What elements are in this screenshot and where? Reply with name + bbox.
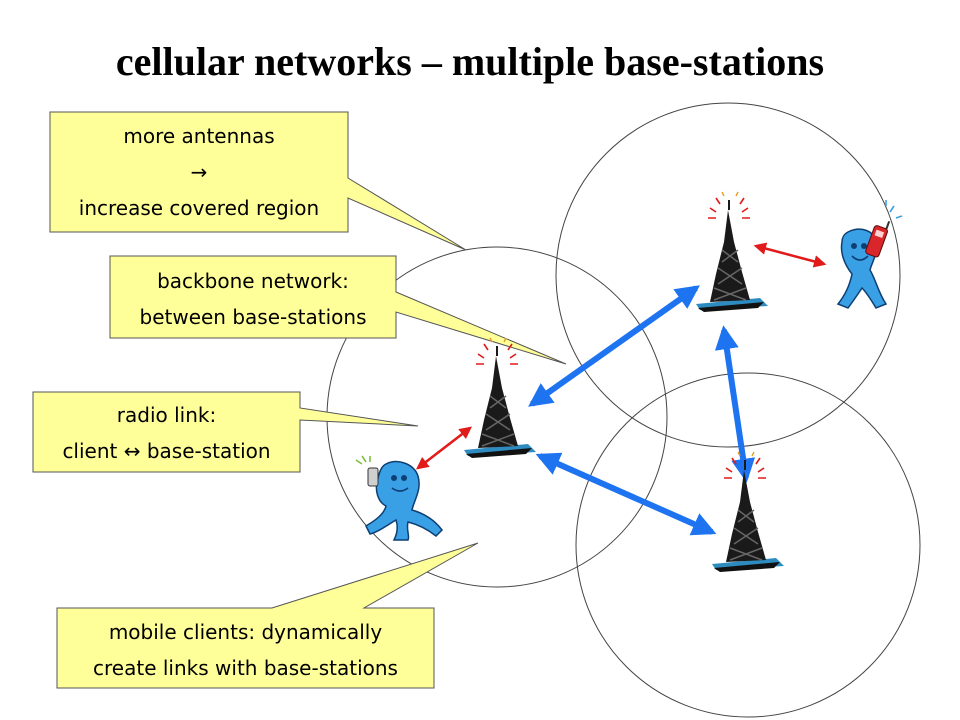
mobile-user-icon (836, 200, 903, 309)
callout-radio-box (32, 391, 419, 473)
callout-antennas-box (49, 111, 467, 251)
callout-backbone: backbone network: between base-stations (110, 263, 396, 335)
callout-line: mobile clients: dynamically (108, 620, 383, 644)
mobile-user-icon (355, 455, 443, 541)
callout-mobile: mobile clients: dynamically create links… (57, 614, 434, 686)
radio-link-right (753, 242, 827, 268)
callout-line: between base-stations (139, 305, 367, 329)
callout-line: create links with base-stations (93, 656, 398, 680)
slide-title: cellular networks – multiple base-statio… (115, 39, 825, 84)
antenna-tower-icon (695, 191, 769, 313)
antenna-tower-icon (711, 451, 785, 573)
backbone-link-left-bottom (535, 452, 717, 536)
radio-link-left (416, 426, 472, 470)
callout-radio: radio link: client ↔ base-station (33, 397, 300, 469)
callout-line: more antennas (123, 124, 275, 148)
callout-line: client ↔ base-station (62, 439, 271, 463)
backbone-link-top-bottom (714, 325, 756, 483)
callout-line: backbone network: (157, 269, 349, 293)
antenna-tower-icon (463, 337, 537, 459)
callout-arrow-line: → (190, 160, 208, 184)
callout-line: radio link: (116, 403, 217, 427)
backbone-link-left-top (528, 285, 700, 407)
callout-backbone-box (109, 255, 567, 365)
callout-antennas: more antennas → increase covered region (50, 118, 348, 226)
phone-icon (367, 467, 379, 487)
phone-icon (865, 221, 891, 258)
callout-line: increase covered region (78, 196, 320, 220)
callout-mobile-box (56, 542, 479, 689)
